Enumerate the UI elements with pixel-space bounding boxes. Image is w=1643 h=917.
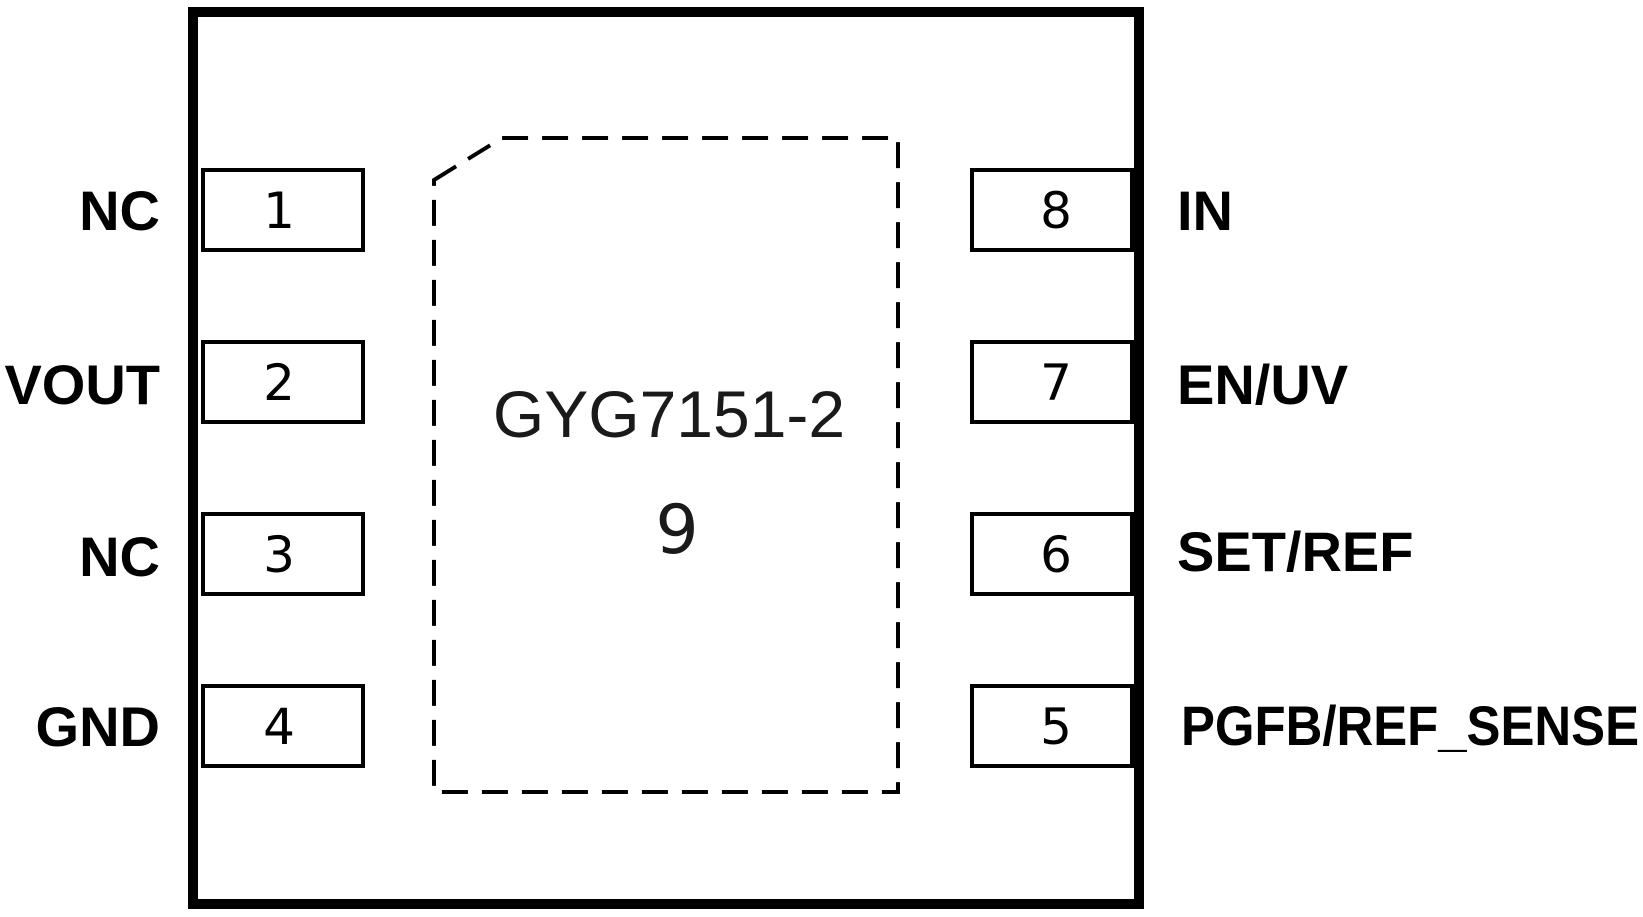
pin-number: 7: [1040, 354, 1072, 412]
pin-name: EN/UV: [1177, 353, 1348, 416]
pin-number: 8: [1040, 182, 1072, 240]
left-pin-2: 2 VOUT: [4, 340, 365, 424]
pin-number: 3: [263, 526, 295, 584]
pin-pad: [970, 512, 1134, 596]
right-pin-7: 7 EN/UV: [970, 340, 1348, 424]
pin-pad: [201, 512, 365, 596]
right-pin-8: 8 IN: [970, 168, 1233, 252]
left-pin-3: 3 NC: [79, 512, 365, 596]
pin-number: 4: [263, 698, 295, 756]
pin-number: 1: [263, 182, 295, 240]
pin-pad: [970, 340, 1134, 424]
pin-name: GND: [36, 695, 160, 758]
package-outline: [188, 7, 1144, 909]
pin-name: PGFB/REF_SENSE: [1181, 694, 1639, 757]
pin-pad: [201, 684, 365, 768]
pin-name: IN: [1177, 179, 1233, 242]
part-number-label: GYG7151-2: [493, 377, 845, 451]
thermal-pad-outline: [432, 136, 900, 794]
pin-name: VOUT: [4, 353, 160, 416]
pin-name: NC: [79, 179, 160, 242]
pin-pad: [201, 168, 365, 252]
pin-name: NC: [79, 525, 160, 588]
left-pin-4: 4 GND: [36, 684, 365, 768]
thermal-pad-number: 9: [655, 491, 698, 570]
pin-pad: [970, 684, 1134, 768]
pin-pad: [970, 168, 1134, 252]
pin-name: SET/REF: [1177, 520, 1413, 583]
left-pin-1: 1 NC: [79, 168, 365, 252]
pin-number: 6: [1040, 526, 1072, 584]
right-pin-6: 6 SET/REF: [970, 512, 1413, 596]
pin-number: 5: [1040, 698, 1072, 756]
pin-number: 2: [263, 354, 295, 412]
pin-pad: [201, 340, 365, 424]
right-pin-5: 5 PGFB/REF_SENSE: [970, 684, 1639, 768]
